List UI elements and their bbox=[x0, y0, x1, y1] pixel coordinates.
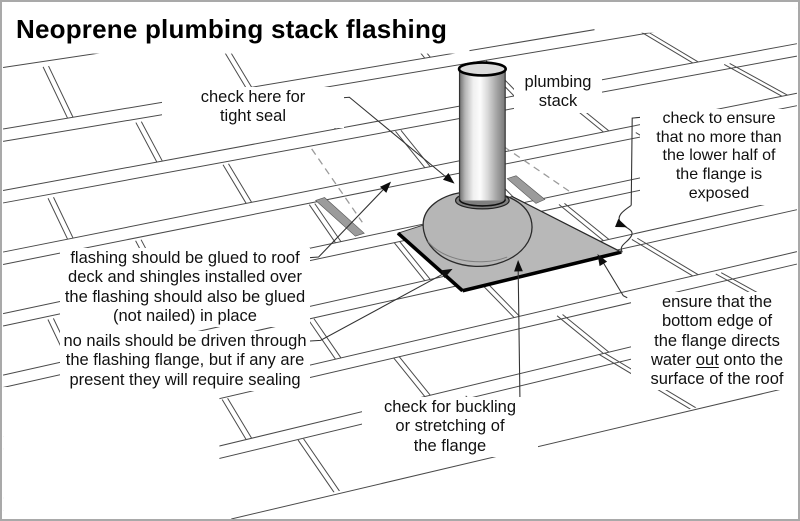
plumbing-stack-pipe bbox=[457, 61, 507, 207]
hidden-flashing-edges bbox=[311, 146, 574, 223]
bottom-edge-text-pre: ensure that the bottom edge of the flang… bbox=[650, 293, 780, 369]
diagram-title: Neoprene plumbing stack flashing bbox=[14, 12, 460, 49]
label-plumbing-stack: plumbing stack bbox=[514, 72, 602, 113]
annotation-arrowheads bbox=[380, 173, 628, 279]
flashing-strips bbox=[315, 175, 546, 237]
pipe-top-opening bbox=[457, 61, 507, 77]
label-check-tight-seal: check here for tight seal bbox=[162, 87, 344, 128]
bottom-edge-text-underlined: out bbox=[695, 350, 719, 369]
label-check-buckling: check for buckling or stretching of the … bbox=[362, 397, 538, 457]
label-no-nails: no nails should be driven through the fl… bbox=[60, 331, 310, 391]
label-glue-flashing: flashing should be glued to roof deck an… bbox=[60, 248, 310, 328]
bottom-edge-text-post: onto the surface of the roof bbox=[650, 350, 784, 389]
label-bottom-edge-directs-water: ensure that the bottom edge of the flang… bbox=[631, 292, 798, 391]
neoprene-boot bbox=[422, 190, 533, 268]
label-lower-half-exposed: check to ensure that no more than the lo… bbox=[640, 109, 798, 205]
